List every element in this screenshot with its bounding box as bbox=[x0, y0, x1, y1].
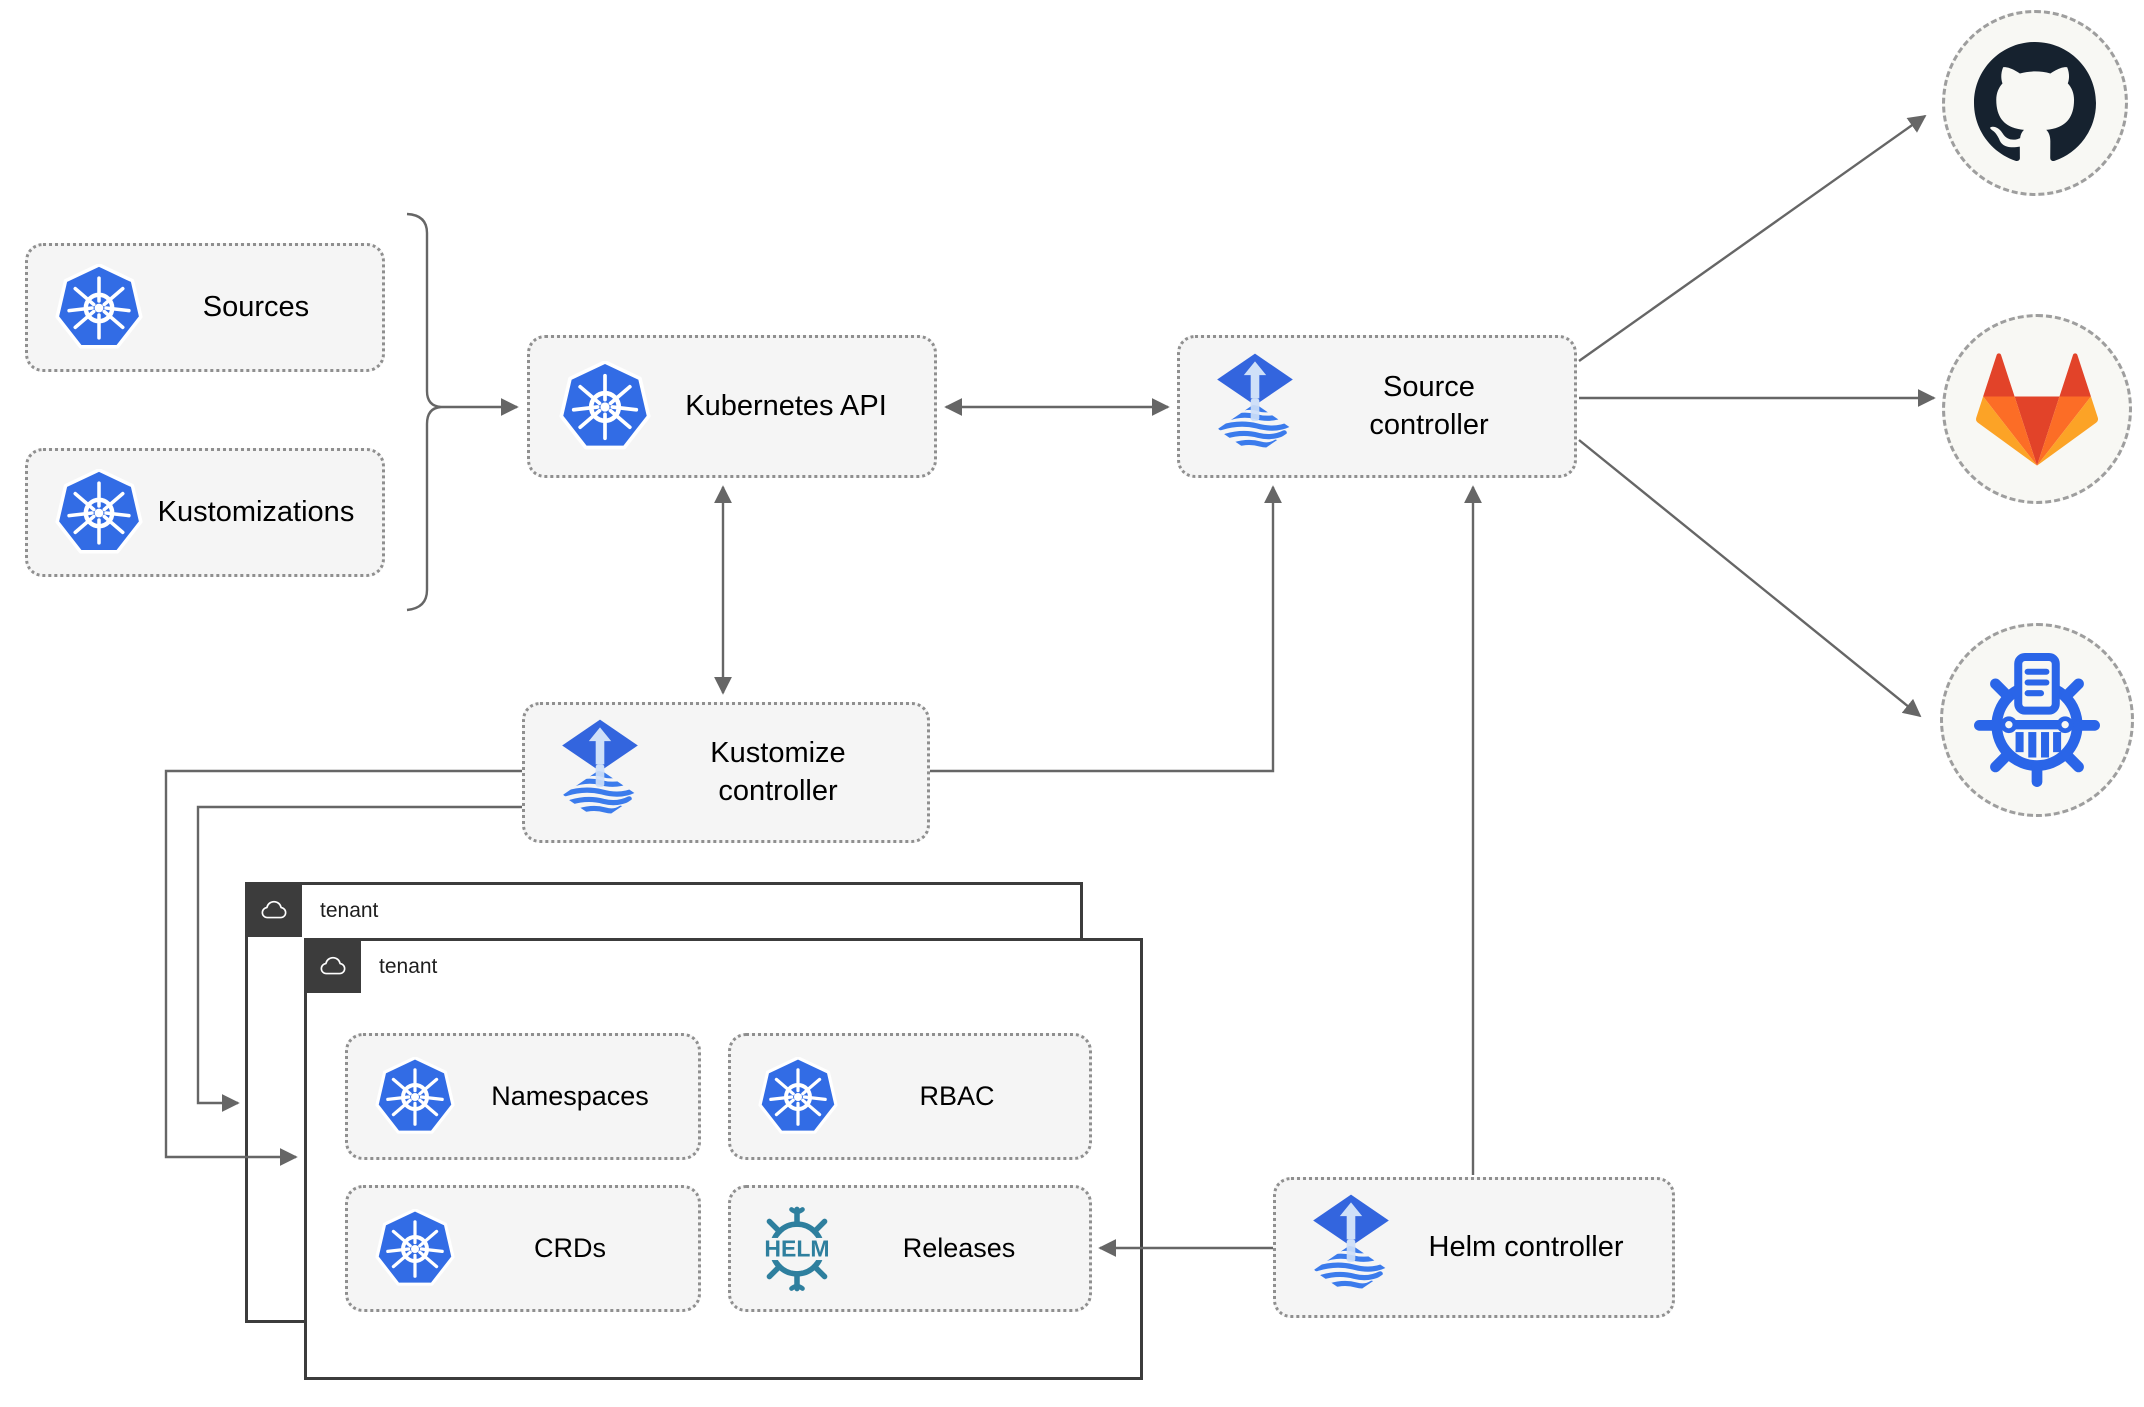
node-crds: CRDs bbox=[345, 1185, 701, 1312]
endpoint-github bbox=[1942, 10, 2128, 196]
kubernetes-icon bbox=[54, 468, 144, 557]
helm-icon: HELM bbox=[751, 1203, 843, 1295]
flux-icon bbox=[1212, 351, 1298, 463]
flux-icon bbox=[557, 717, 643, 829]
node-kubernetes-api: Kubernetes API bbox=[527, 335, 937, 478]
node-rbac: RBAC bbox=[728, 1033, 1092, 1160]
flux-icon bbox=[1308, 1192, 1394, 1304]
kubernetes-icon bbox=[757, 1056, 839, 1137]
edge-bracket bbox=[406, 212, 442, 612]
node-sources: Sources bbox=[25, 243, 385, 372]
endpoint-gitlab bbox=[1942, 314, 2132, 504]
node-kustomizations: Kustomizations bbox=[25, 448, 385, 577]
kubernetes-icon bbox=[374, 1208, 456, 1289]
node-namespaces: Namespaces bbox=[345, 1033, 701, 1160]
node-label: Kubernetes API bbox=[685, 389, 887, 422]
tenant-label: tenant bbox=[320, 899, 379, 922]
node-label: RBAC bbox=[919, 1081, 995, 1112]
node-label: Helm controller bbox=[1428, 1230, 1624, 1263]
github-icon bbox=[1974, 42, 2096, 164]
tenant-corner-badge bbox=[245, 882, 302, 937]
node-releases: HELM Releases bbox=[728, 1185, 1092, 1312]
kubernetes-icon bbox=[54, 263, 144, 352]
helm-logo-text: HELM bbox=[764, 1235, 829, 1261]
endpoint-chartmuseum bbox=[1940, 623, 2134, 817]
edge-kustomize-source bbox=[930, 485, 1282, 773]
cloud-icon bbox=[315, 952, 351, 980]
edge-source-github bbox=[1578, 114, 1927, 362]
node-label: Sources bbox=[202, 290, 310, 323]
node-label: Kustomizations bbox=[157, 495, 355, 528]
node-label: CRDs bbox=[534, 1233, 606, 1264]
tenant-corner-badge bbox=[304, 938, 361, 993]
node-label: Kustomize controller bbox=[710, 737, 846, 807]
tenant-label: tenant bbox=[379, 955, 438, 978]
gitlab-icon bbox=[1976, 352, 2098, 466]
node-source-controller: Source controller bbox=[1177, 335, 1577, 478]
node-helm-controller: Helm controller bbox=[1273, 1177, 1675, 1318]
node-label: Releases bbox=[902, 1233, 1016, 1264]
chartmuseum-icon bbox=[1970, 653, 2104, 787]
edge-source-chartmuseum bbox=[1578, 439, 1922, 718]
kubernetes-icon bbox=[558, 360, 652, 453]
node-kustomize-controller: Kustomize controller bbox=[522, 702, 930, 843]
kubernetes-icon bbox=[374, 1056, 456, 1137]
node-label: Namespaces bbox=[491, 1081, 649, 1112]
node-label: Source controller bbox=[1369, 371, 1489, 441]
cloud-icon bbox=[256, 896, 292, 924]
